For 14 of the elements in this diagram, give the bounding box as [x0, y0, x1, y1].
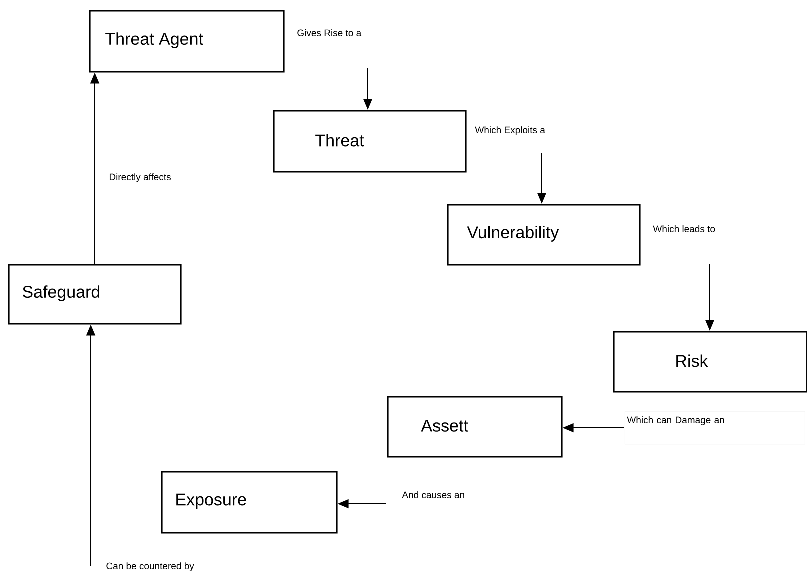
concept-box: Risk: [613, 331, 807, 393]
concept-box: Threat Agent: [89, 10, 285, 73]
concept-box: Assett: [387, 396, 563, 458]
concept-box: Vulnerability: [447, 204, 641, 266]
edge-label: And causes an: [400, 490, 468, 500]
edge-label: Which can Damage an: [625, 411, 806, 445]
concept-box: Exposure: [161, 471, 338, 534]
concept-box: Safeguard: [8, 264, 182, 325]
edge-label: Which Exploits a: [473, 124, 548, 138]
edge-label: Can be countered by: [104, 560, 196, 574]
edge-label: Gives Rise to a: [295, 28, 364, 38]
edge-label: Which leads to: [651, 224, 718, 234]
edge-label: Directly affects: [107, 172, 174, 184]
concept-box: Threat: [273, 110, 467, 173]
